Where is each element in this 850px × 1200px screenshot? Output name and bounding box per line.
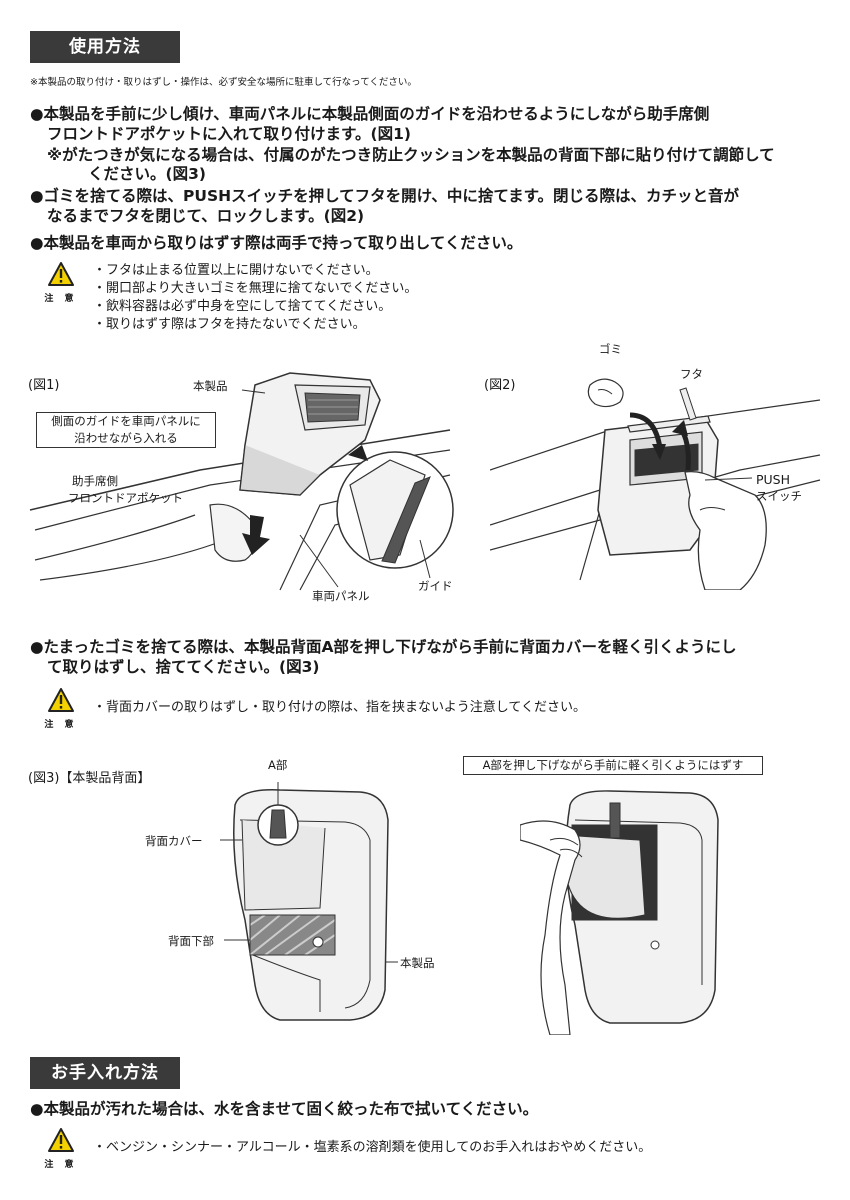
fig1-label: (図1) xyxy=(28,378,60,393)
fig1-illustration xyxy=(29,372,454,591)
warning-icon xyxy=(48,1128,74,1152)
fig1-panel-label: 車両パネル xyxy=(312,589,370,603)
fig1-pocket-line2: フロントドアポケット xyxy=(68,491,183,505)
fig3-back-cover-label: 背面カバー xyxy=(145,834,203,848)
caution-marker-2: 注 意 xyxy=(44,688,78,730)
fig3-left-illustration xyxy=(220,782,398,1021)
caution-item: ・フタは止まる位置以上に開けないでください。 xyxy=(93,263,379,278)
fig1-guide-label: ガイド xyxy=(418,579,453,593)
warning-icon xyxy=(48,262,74,286)
instruction-note-line2: ください。(図3) xyxy=(88,165,206,183)
caution-item: ・ベンジン・シンナー・アルコール・塩素系の溶剤類を使用してのお手入れはおやめくだ… xyxy=(93,1140,652,1155)
fig1-product-label: 本製品 xyxy=(193,379,228,393)
fig1-guide-note-line1: 側面のガイドを車両パネルに xyxy=(51,414,201,428)
fig1-pocket-line1: 助手席側 xyxy=(72,474,118,488)
caution-label: 注 意 xyxy=(44,1160,78,1170)
fig3-label: (図3)【本製品背面】 xyxy=(28,771,151,786)
instruction-1-line2: フロントドアポケットに入れて取り付けます。(図1) xyxy=(47,125,411,143)
fig3-back-bottom-label: 背面下部 xyxy=(168,934,214,948)
fig3-instruction-box: A部を押し下げながら手前に軽く引くようにはずす xyxy=(463,756,763,775)
caution-list-2: ・背面カバーの取りはずし・取り付けの際は、指を挟まないよう注意してください。 xyxy=(93,699,586,717)
fig2-push-line2: スイッチ xyxy=(756,489,802,503)
fig3-right-illustration xyxy=(520,790,719,1035)
caution-item: ・背面カバーの取りはずし・取り付けの際は、指を挟まないよう注意してください。 xyxy=(93,700,586,715)
caution-item: ・飲料容器は必ず中身を空にして捨ててください。 xyxy=(93,299,392,314)
fig2-lid-label: フタ xyxy=(680,367,703,381)
caution-item: ・取りはずす際はフタを持たないでください。 xyxy=(93,317,366,332)
fig1-guide-note-line2: 沿わせながら入れる xyxy=(74,431,178,445)
caution-label: 注 意 xyxy=(44,294,78,304)
instruction-4-line1: ●たまったゴミを捨てる際は、本製品背面A部を押し下げながら手前に背面カバーを軽く… xyxy=(30,638,737,656)
instruction-2-line1: ●ゴミを捨てる際は、PUSHスイッチを押してフタを開け、中に捨てます。閉じる際は… xyxy=(30,187,740,205)
caution-marker-3: 注 意 xyxy=(44,1128,78,1170)
fig1-guide-note: 側面のガイドを車両パネルに 沿わせながら入れる xyxy=(36,412,216,448)
fig2-illustration xyxy=(490,378,821,590)
caution-list-1: ・フタは止まる位置以上に開けないでください。 ・開口部より大きいゴミを無理に捨て… xyxy=(93,262,417,334)
fig3-a-part-label: A部 xyxy=(268,758,288,772)
caution-marker-1: 注 意 xyxy=(44,262,78,304)
caution-list-3: ・ベンジン・シンナー・アルコール・塩素系の溶剤類を使用してのお手入れはおやめくだ… xyxy=(93,1139,651,1157)
fig2-trash-label: ゴミ xyxy=(599,342,622,356)
instruction-4-line2: て取りはずし、捨ててください。(図3) xyxy=(47,658,320,676)
fig3-product-label: 本製品 xyxy=(400,956,435,970)
caution-label: 注 意 xyxy=(44,720,78,730)
warning-icon xyxy=(48,688,74,712)
fig2-label: (図2) xyxy=(484,378,516,393)
care-instruction: ●本製品が汚れた場合は、水を含ませて固く絞った布で拭いてください。 xyxy=(30,1100,539,1118)
section-title-usage: 使用方法 xyxy=(30,31,180,63)
safety-note: ※本製品の取り付け・取りはずし・操作は、必ず安全な場所に駐車して行なってください… xyxy=(30,77,417,88)
caution-item: ・開口部より大きいゴミを無理に捨てないでください。 xyxy=(93,281,418,296)
instruction-2-line2: なるまでフタを閉じて、ロックします。(図2) xyxy=(47,207,365,225)
fig2-push-line1: PUSH xyxy=(756,472,791,487)
instruction-note-line1: ※がたつきが気になる場合は、付属のがたつき防止クッションを本製品の背面下部に貼り… xyxy=(47,146,775,164)
instruction-3: ●本製品を車両から取りはずす際は両手で持って取り出してください。 xyxy=(30,234,523,252)
instruction-1-line1: ●本製品を手前に少し傾け、車両パネルに本製品側面のガイドを沿わせるようにしながら… xyxy=(30,105,710,123)
section-title-care: お手入れ方法 xyxy=(30,1057,180,1089)
